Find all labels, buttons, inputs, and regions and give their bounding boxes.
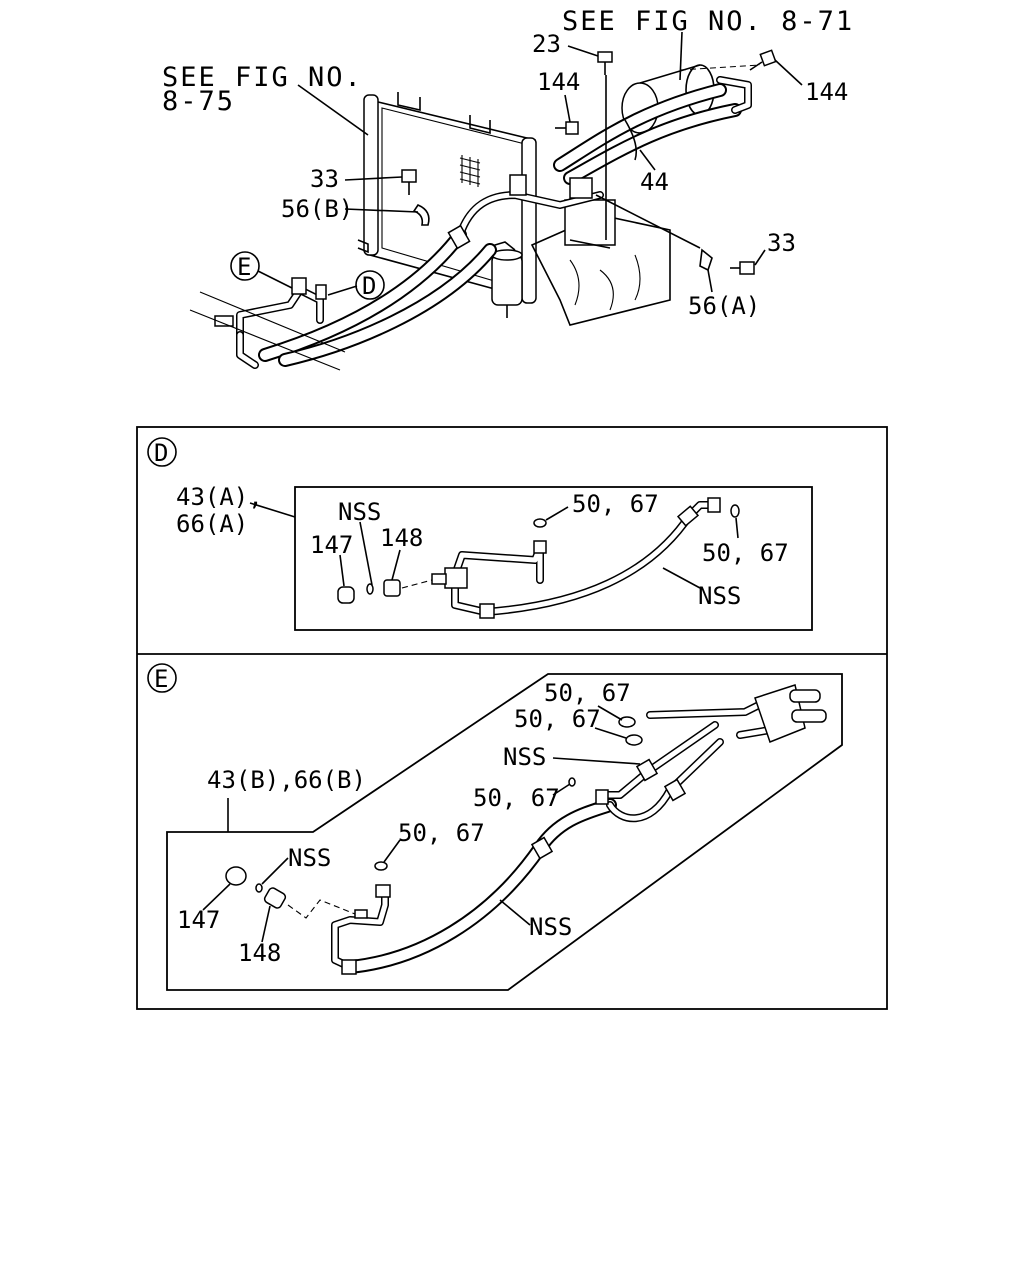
detail-e-callout-50-67-d: 50, 67 xyxy=(398,819,485,847)
callout-144-left: 144 xyxy=(537,68,580,96)
detail-d-callout-50-67-top: 50, 67 xyxy=(572,490,659,518)
callout-144-right: 144 xyxy=(805,78,848,106)
detail-d-marker: D xyxy=(154,439,168,467)
detail-e-nss-left: NSS xyxy=(288,844,331,872)
detail-d: D 43(A), 66(A) xyxy=(147,437,813,631)
detail-e-group-label: 43(B),66(B) xyxy=(207,766,366,794)
detail-panel-border xyxy=(136,426,888,1010)
see-fig-8-75-label-line1: SEE FIG NO. xyxy=(162,62,363,93)
callout-33-right: 33 xyxy=(767,229,796,257)
callout-33-left: 33 xyxy=(310,165,339,193)
detail-e-callout-50-67-c: 50, 67 xyxy=(473,784,560,812)
detail-d-nss-hose: NSS xyxy=(698,582,741,610)
detail-d-group-box xyxy=(294,486,813,631)
detail-d-nss-top: NSS xyxy=(338,498,381,526)
leader-lines-top xyxy=(257,31,803,296)
detail-e-nss-hose: NSS xyxy=(529,913,572,941)
see-fig-8-71-label: SEE FIG NO. 8-71 xyxy=(562,6,854,37)
detail-e-nss-mid: NSS xyxy=(503,743,546,771)
detail-e-marker-circle xyxy=(147,663,177,693)
main-assembly-view: SEE FIG NO. 8-71 SEE FIG NO. 8-75 23 144… xyxy=(162,6,854,371)
detail-e-callout-147: 147 xyxy=(177,906,220,934)
detail-d-marker-circle xyxy=(147,437,177,467)
see-fig-8-75-label-line2: 8-75 xyxy=(162,86,235,117)
detail-e-group-box xyxy=(166,673,843,991)
detail-d-group-label-line1: 43(A), xyxy=(176,483,263,511)
detail-e-marker: E xyxy=(154,665,168,693)
detail-d-callout-147: 147 xyxy=(310,531,353,559)
hose-routing xyxy=(189,76,752,371)
ref-marker-d-circle xyxy=(355,270,385,300)
engine-block-drawing xyxy=(530,199,671,326)
detail-e: E 43(B),66(B) xyxy=(147,663,843,991)
detail-d-group-label-line2: 66(A) xyxy=(176,510,248,538)
ref-marker-d: D xyxy=(362,272,376,300)
callout-56b: 56(B) xyxy=(281,195,353,223)
callout-56a: 56(A) xyxy=(688,292,760,320)
detail-panel: D 43(A), 66(A) xyxy=(136,426,888,1010)
ref-marker-e-circle xyxy=(230,251,260,281)
detail-e-callout-50-67-b: 50, 67 xyxy=(514,705,601,733)
detail-e-callout-148: 148 xyxy=(238,939,281,967)
detail-d-callout-148: 148 xyxy=(380,524,423,552)
callout-23: 23 xyxy=(532,30,561,58)
detail-d-callout-50-67-right: 50, 67 xyxy=(702,539,789,567)
detail-e-callout-50-67-a: 50, 67 xyxy=(544,679,631,707)
hardware-drawing xyxy=(401,49,777,275)
ref-marker-e: E xyxy=(237,253,251,281)
callout-44: 44 xyxy=(640,168,669,196)
